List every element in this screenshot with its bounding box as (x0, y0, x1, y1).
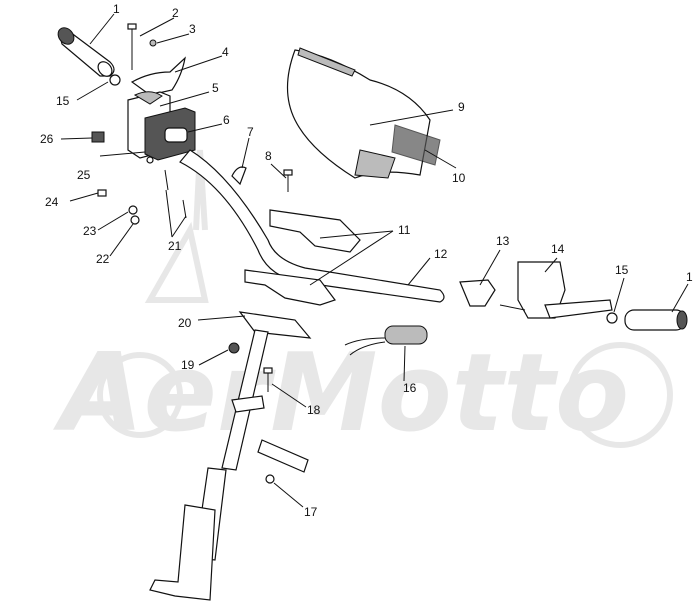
nut-22 (130, 215, 140, 225)
washer-right (606, 312, 618, 324)
throttle-lever (130, 56, 186, 96)
grip-left (57, 27, 115, 77)
callout-12: 12 (434, 247, 448, 261)
callout-22: 22 (96, 252, 110, 266)
screw-8 (283, 169, 293, 192)
screws-21 (164, 169, 187, 219)
clamps (244, 209, 361, 306)
connector (91, 131, 105, 143)
callout-13: 13 (496, 234, 510, 248)
callout-labels: 1 2 3 4 5 6 7 8 9 10 11 12 13 14 15 1 15… (40, 2, 693, 519)
callout-15-right: 15 (615, 263, 629, 277)
callout-2: 2 (172, 6, 179, 20)
nut-19 (228, 342, 240, 354)
callout-23: 23 (83, 224, 97, 238)
callout-18: 18 (307, 403, 321, 417)
callout-15-left: 15 (56, 94, 70, 108)
bolt (127, 23, 137, 70)
leader-lines (60, 13, 689, 508)
callout-19: 19 (181, 358, 195, 372)
clip-7 (231, 166, 247, 186)
callout-7: 7 (247, 125, 254, 139)
washer-left (109, 74, 121, 86)
brake-master-cylinder (499, 261, 613, 319)
washer-23 (128, 205, 138, 215)
callout-5: 5 (212, 81, 219, 95)
bushing (257, 439, 309, 473)
screw-18 (263, 367, 273, 392)
nut (149, 39, 157, 47)
callout-1-right: 1 (686, 270, 693, 284)
screw-25 (146, 156, 154, 164)
callout-9: 9 (458, 100, 465, 114)
callout-20: 20 (178, 316, 192, 330)
callout-24: 24 (45, 195, 59, 209)
callout-4: 4 (222, 45, 229, 59)
handlebar-pad (286, 47, 441, 179)
steering-post (149, 329, 269, 601)
callout-14: 14 (551, 242, 565, 256)
callout-10: 10 (452, 171, 466, 185)
handlebar (179, 149, 445, 303)
brake-bracket (459, 279, 496, 307)
grip-right (624, 309, 688, 331)
callout-26: 26 (40, 132, 54, 146)
heater-element (344, 325, 428, 356)
watermark-logo: AerMotto (52, 149, 673, 456)
watermark-text: AerMotto (52, 331, 629, 456)
callout-25: 25 (77, 168, 91, 182)
callout-3: 3 (189, 22, 196, 36)
throttle-housing (127, 91, 196, 161)
callout-11: 11 (398, 223, 411, 237)
callout-17: 17 (304, 505, 318, 519)
callout-21: 21 (168, 239, 182, 253)
clip-24 (97, 189, 107, 197)
callout-6: 6 (223, 113, 230, 127)
callout-8: 8 (265, 149, 272, 163)
nut-17 (265, 474, 275, 484)
callout-1-left: 1 (113, 2, 120, 16)
callout-16: 16 (403, 381, 417, 395)
